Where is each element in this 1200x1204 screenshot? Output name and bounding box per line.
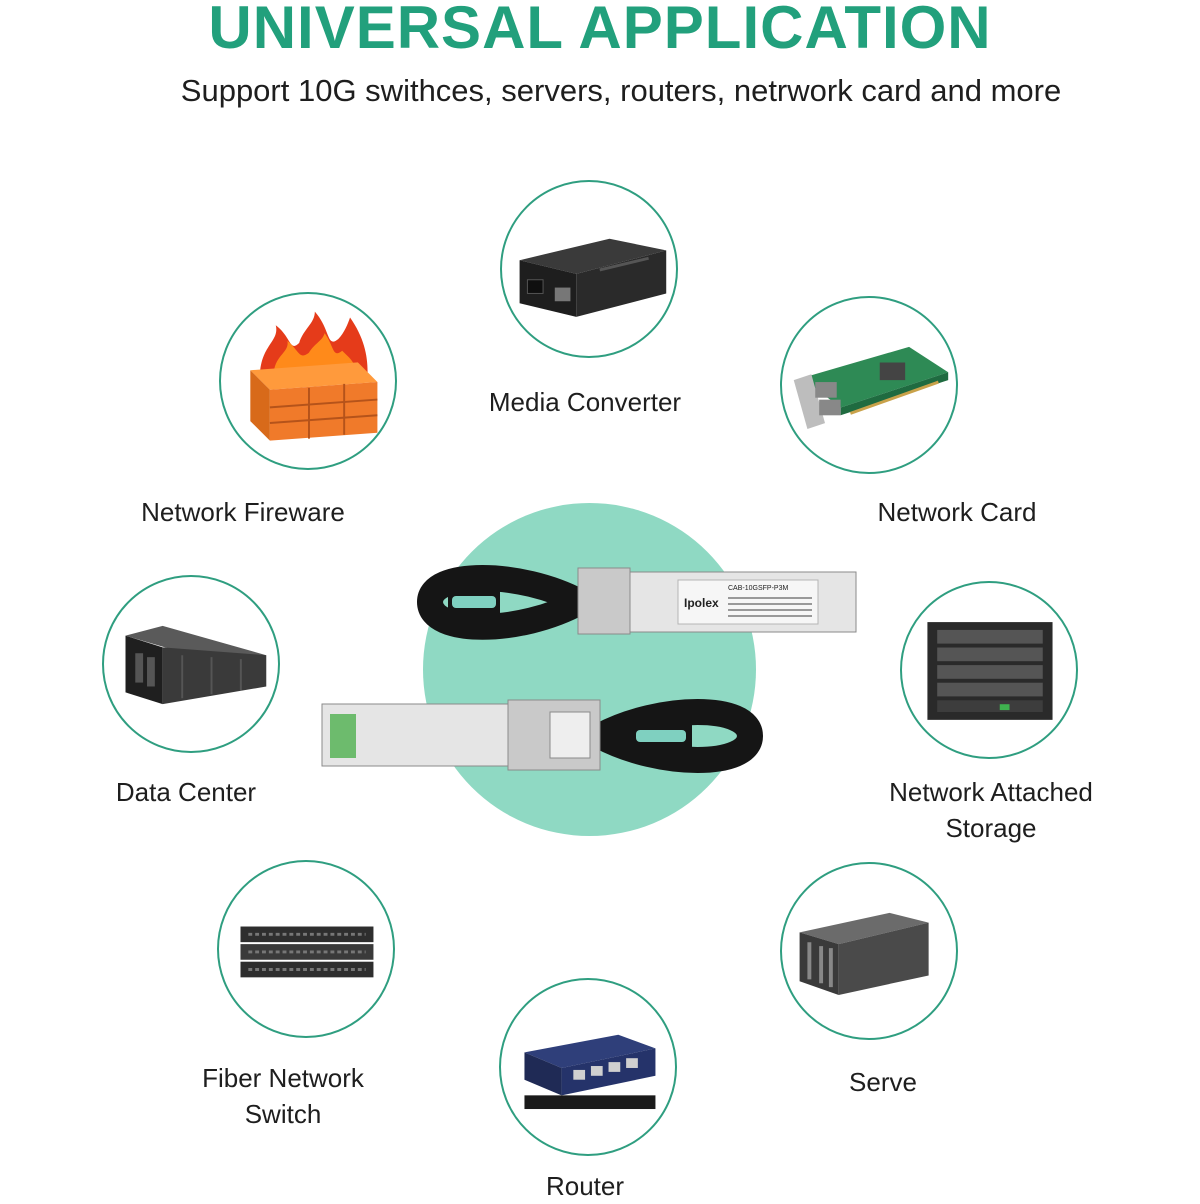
data-center-node xyxy=(102,575,280,753)
fiber-switch-icon xyxy=(240,926,374,978)
media-converter-icon xyxy=(519,238,667,317)
server-rack-icon xyxy=(799,912,929,995)
network-card-node xyxy=(780,296,958,474)
data-center-icon xyxy=(125,625,267,705)
media-converter-node xyxy=(500,180,678,358)
center-hub xyxy=(423,503,756,836)
nas-node xyxy=(900,581,1078,759)
network-card-icon xyxy=(793,346,949,429)
module-brand-label: Ipolex xyxy=(684,596,719,610)
dac-cable-icon: Ipolex CAB-10GSFP-P3M xyxy=(321,565,857,773)
router-node xyxy=(499,978,677,1156)
firewall-label: Network Fireware xyxy=(141,497,345,527)
nas-label: Network Attached Storage xyxy=(889,777,1093,843)
server-label: Serve xyxy=(849,1067,917,1097)
module-model-label: CAB-10GSFP-P3M xyxy=(728,585,788,592)
media-converter-label: Media Converter xyxy=(488,387,682,417)
server-node xyxy=(780,862,958,1040)
router-label: Router xyxy=(545,1171,625,1201)
fiber-switch-node xyxy=(217,860,395,1038)
page-subtitle: Support 10G swithces, servers, routers, … xyxy=(180,73,1062,108)
page-title: UNIVERSAL APPLICATION xyxy=(208,0,992,61)
router-icon xyxy=(524,1034,656,1110)
nas-icon xyxy=(927,622,1053,720)
data-center-label: Data Center xyxy=(115,777,257,807)
firewall-node xyxy=(219,292,397,470)
network-card-label: Network Card xyxy=(877,497,1037,527)
firewall-icon xyxy=(250,311,378,441)
fiber-switch-label: Fiber Network Switch xyxy=(202,1063,364,1129)
